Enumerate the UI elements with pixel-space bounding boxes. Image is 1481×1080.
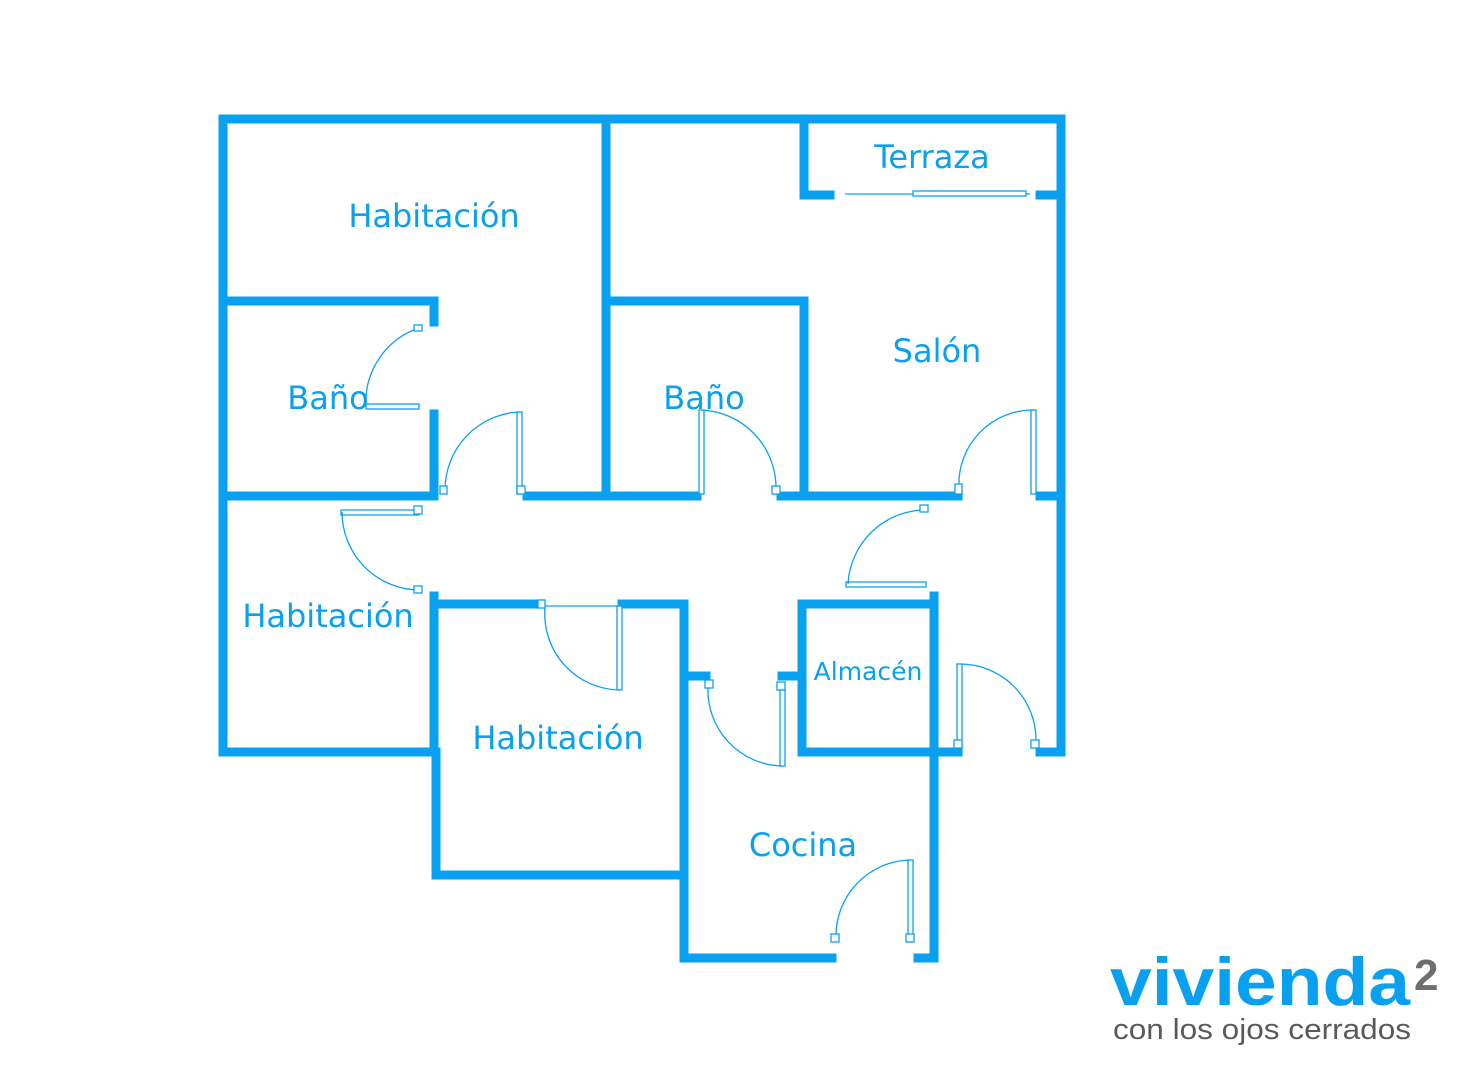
room-label-bano-1: Baño <box>287 379 368 417</box>
wall-bottom-kitchen <box>218 747 837 963</box>
room-label-habitacion-3: Habitación <box>472 719 643 757</box>
wall-bano-2 <box>601 296 809 501</box>
room-label-almacen: Almacén <box>814 657 923 686</box>
wall-terraza <box>799 114 835 200</box>
wall-almacen <box>797 591 939 757</box>
wall-right <box>1035 190 1066 757</box>
room-label-habitacion-2: Habitación <box>242 597 413 635</box>
door-corridor-bottom <box>953 663 1040 749</box>
door-cocina-entry <box>704 679 786 767</box>
door-habitacion-1 <box>439 411 526 495</box>
door-habitacion-3 <box>537 599 623 691</box>
wall-right-bottom <box>913 747 963 963</box>
wall-top <box>218 114 1066 757</box>
wall-bano-1-top <box>218 296 439 327</box>
door-terraza-sliding <box>845 190 1030 197</box>
room-label-salon: Salón <box>893 332 982 370</box>
logo-tagline: con los ojos cerrados <box>1113 1014 1411 1046</box>
doors <box>340 190 1040 943</box>
door-cocina-outer <box>830 859 915 943</box>
room-label-cocina: Cocina <box>749 826 857 864</box>
door-habitacion-2 <box>340 505 423 594</box>
door-corridor-right <box>845 504 929 588</box>
room-label-bano-2: Baño <box>663 379 744 417</box>
logo-wordmark: vivienda <box>1110 944 1411 1020</box>
logo: vivienda 2 con los ojos cerrados <box>1110 944 1438 1046</box>
door-bano-2 <box>698 409 781 495</box>
door-bano-1 <box>365 324 423 410</box>
room-labels: Habitación Terraza Baño Baño Salón Habit… <box>242 138 989 864</box>
door-salon <box>954 409 1037 495</box>
room-label-habitacion-1: Habitación <box>348 197 519 235</box>
walls <box>218 114 1066 963</box>
wall-habitacion-3-top2 <box>617 599 689 880</box>
logo-superscript: 2 <box>1414 951 1438 1000</box>
room-label-terraza: Terraza <box>873 138 990 176</box>
